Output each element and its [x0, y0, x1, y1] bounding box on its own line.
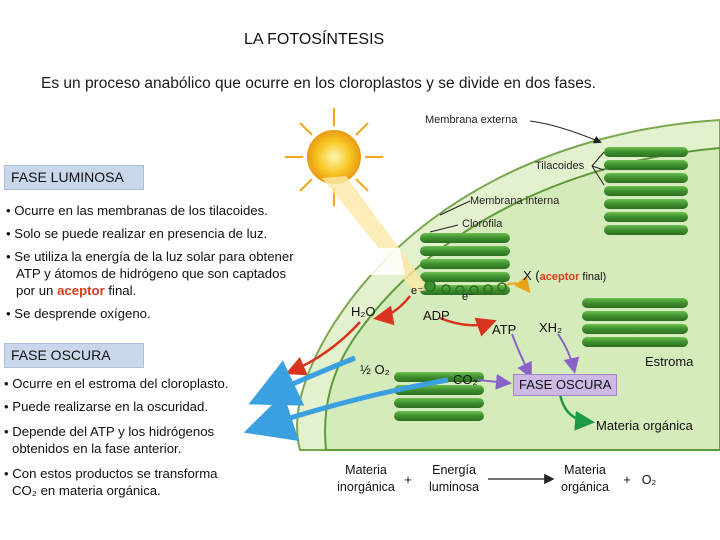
label-electron-1: e⁻	[411, 284, 423, 297]
list-item: • Solo se puede realizar en presencia de…	[6, 225, 294, 242]
fase-luminosa-heading: FASE LUMINOSA	[4, 165, 144, 190]
list-item: • Se desprende oxígeno.	[6, 305, 294, 322]
label-membrana-externa: Membrana externa	[425, 114, 517, 126]
list-item: • Ocurre en las membranas de los tilacoi…	[6, 202, 294, 219]
label-membrana-interna: Membrana interna	[470, 195, 559, 207]
label-h2o: H₂O	[351, 304, 376, 319]
list-item: • Ocurre en el estroma del cloroplasto.	[4, 375, 229, 392]
label-clorofila: Clorofila	[462, 218, 502, 230]
label-adp: ADP	[423, 308, 450, 323]
label-atp: ATP	[492, 322, 516, 337]
label-co2: CO₂	[453, 372, 478, 387]
label-tilacoides: Tilacoides	[535, 160, 584, 172]
fase-luminosa-list: • Ocurre en las membranas de los tilacoi…	[6, 202, 294, 328]
fase-oscura-box: FASE OSCURA	[513, 374, 617, 396]
list-item: • Con estos productos se transforma CO₂ …	[4, 465, 229, 499]
label-half-o2: ½ O₂	[360, 362, 390, 377]
list-item: • Se utiliza la energía de la luz solar …	[6, 248, 294, 299]
fase-oscura-heading: FASE OSCURA	[4, 343, 144, 368]
eq-o2: O₂	[638, 472, 660, 489]
list-item: • Depende del ATP y los hidrógenos obten…	[4, 423, 229, 457]
eq-plus-2: +	[621, 472, 633, 489]
grana-stack-right-top	[604, 147, 688, 235]
label-electron-2: e⁻	[462, 290, 474, 303]
eq-plus-1: +	[402, 472, 414, 489]
fase-oscura-list: • Ocurre en el estroma del cloroplasto. …	[4, 375, 229, 505]
label-materia-organica: Materia orgánica	[596, 418, 693, 433]
label-aceptor-x: X (aceptor final)	[523, 268, 606, 283]
list-item: • Puede realizarse en la oscuridad.	[4, 398, 229, 415]
label-estroma: Estroma	[645, 354, 693, 369]
label-xh2: XH₂	[539, 320, 562, 335]
